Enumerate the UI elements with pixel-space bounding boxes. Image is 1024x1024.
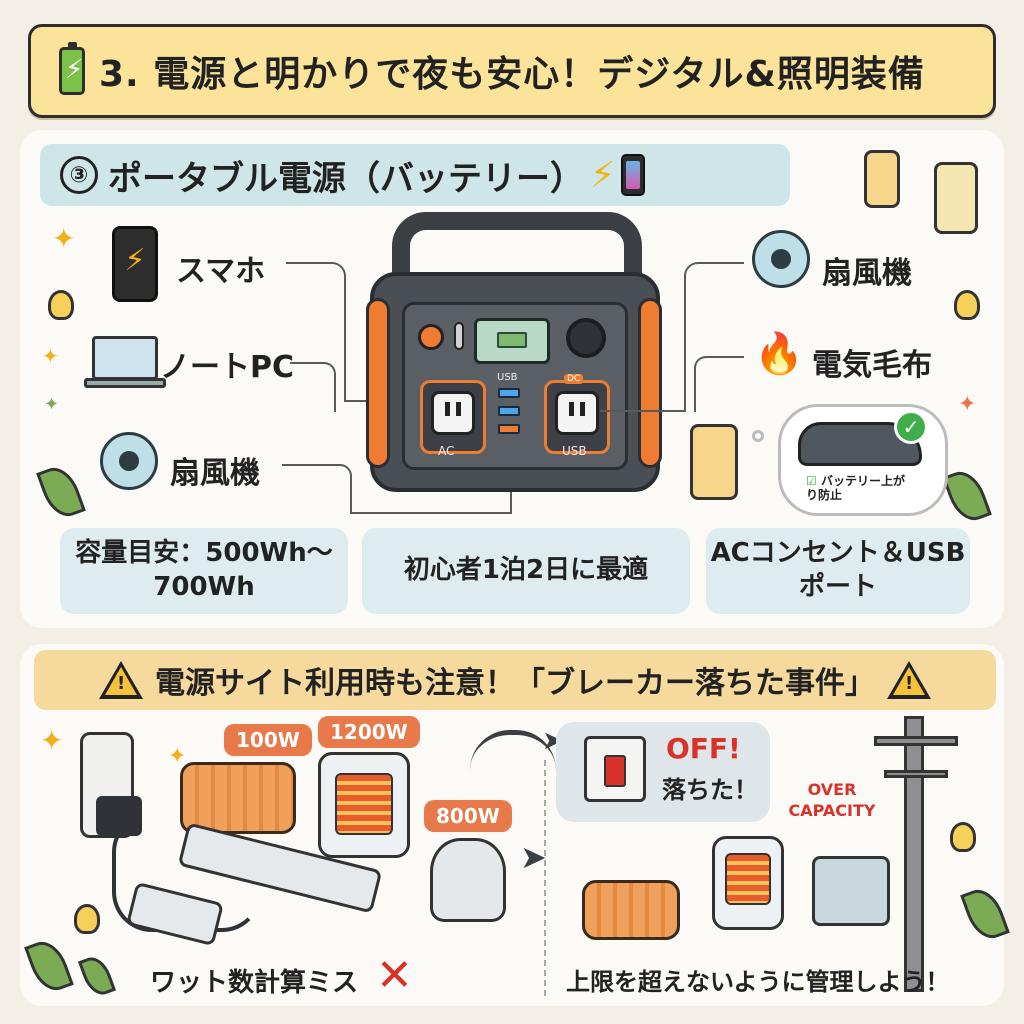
divider [544, 760, 546, 996]
bubble-dot [752, 430, 764, 442]
cable-line [694, 356, 744, 412]
warning-icon: ! [887, 661, 931, 699]
section-number: ③ [60, 156, 98, 194]
sparkle-icon: ✦ [42, 344, 59, 368]
utility-pole-bar [884, 770, 948, 778]
cable-line [600, 410, 686, 412]
device-label-fan: 扇風機 [822, 256, 912, 291]
arrow-right-icon: ➤ [520, 838, 547, 876]
usb-label: USB [562, 444, 587, 458]
device-label-laptop: ノートPC [160, 350, 295, 385]
smartphone-icon: ⚡ [112, 226, 158, 302]
cable-line [282, 464, 352, 514]
fan-icon [752, 230, 810, 288]
ac-outlet [420, 380, 486, 454]
sparkle-icon: ✦ [52, 222, 76, 255]
plug-icon [96, 796, 142, 836]
page-title: 3. 電源と明かりで夜も安心！デジタル&照明装備 [99, 54, 925, 95]
dc-socket [566, 318, 606, 358]
heater-icon [712, 836, 784, 930]
warning-title: 電源サイト利用時も注意！「ブレーカー落ちた事件」 [155, 666, 875, 701]
station-bumper [366, 298, 390, 468]
lantern-icon [690, 424, 738, 500]
breaker-switch [584, 736, 646, 802]
device-label-fan: 扇風機 [170, 456, 260, 491]
flame-icon: 🔥 [754, 331, 804, 377]
watt-badge: 1200W [318, 716, 420, 748]
sparkle-icon: ✦ [40, 724, 64, 757]
power-button[interactable] [418, 324, 444, 350]
utility-pole-bar [874, 736, 958, 746]
dropped-label: 落ちた！ [662, 776, 758, 804]
feature-suitable: 初心者1泊2日に最適 [362, 528, 690, 614]
lightbulb-icon [950, 822, 976, 852]
usb-port [498, 388, 520, 398]
over-capacity-label: OVER CAPACITY [788, 780, 876, 820]
dc-label: DC [564, 374, 584, 384]
caption-right: 上限を超えないように管理しよう！ [566, 968, 950, 996]
caption-left: ワット数計算ミス [150, 968, 359, 998]
usb-port [498, 406, 520, 416]
cross-icon: ✕ [376, 950, 413, 1001]
battery-icon: ⚡ [59, 42, 85, 95]
warning-header: ! 電源サイト利用時も注意！「ブレーカー落ちた事件」 ! [34, 650, 996, 710]
lantern-icon [864, 150, 900, 208]
lightning-icon: ⚡ [590, 154, 616, 196]
utility-pole [904, 716, 924, 992]
fan-icon [100, 432, 158, 490]
ac-outlet [544, 380, 610, 454]
device-label-smartphone: スマホ [176, 254, 266, 289]
usb-top-label: USB [497, 372, 518, 383]
sparkle-icon: ✦ [168, 744, 187, 769]
cable-line [286, 262, 346, 402]
title-banner: ⚡ 3. 電源と明かりで夜も安心！デジタル&照明装備 [28, 24, 996, 118]
laptop-base [84, 378, 166, 388]
cable-line [290, 362, 336, 412]
station-bumper [638, 298, 662, 468]
warning-icon: ! [99, 661, 143, 699]
lightbulb-icon [74, 904, 100, 934]
kettle-icon [430, 838, 506, 922]
checkmark-icon: ✓ [894, 410, 928, 444]
car-battery-note: ☑ バッテリー上がり防止 [806, 474, 906, 503]
battery-display [474, 318, 550, 364]
status-light [454, 322, 464, 350]
section-header: ③ ポータブル電源（バッテリー） ⚡ [40, 144, 790, 206]
feature-capacity: 容量目安：500Wh〜700Wh [60, 528, 348, 614]
sparkle-icon: ✦ [44, 394, 60, 415]
car-note-text: バッテリー上がり防止 [806, 474, 905, 503]
cable-line [350, 512, 512, 514]
device-label-electric-blanket: 電気毛布 [812, 348, 932, 383]
smartphone-icon [621, 154, 646, 196]
check-icon: ☑ [806, 474, 817, 488]
laptop-icon [92, 336, 158, 380]
usb-c-port [498, 424, 520, 434]
watt-badge: 100W [224, 724, 312, 756]
ac-label: AC [438, 444, 455, 458]
off-label: OFF! [666, 732, 741, 765]
section-title: ポータブル電源（バッテリー） [108, 158, 584, 199]
lantern-icon [934, 162, 978, 234]
lightbulb-icon [48, 290, 74, 320]
electric-blanket-icon [582, 880, 680, 940]
feature-ports: ACコンセント＆USBポート [706, 528, 970, 614]
sparkle-icon: ✦ [958, 392, 977, 417]
heater-icon [318, 752, 410, 858]
cable-line [684, 262, 744, 412]
lightbulb-icon [954, 290, 980, 320]
watt-badge: 800W [424, 800, 512, 832]
power-meter-icon [812, 856, 890, 926]
curved-arrow-icon [470, 730, 556, 770]
